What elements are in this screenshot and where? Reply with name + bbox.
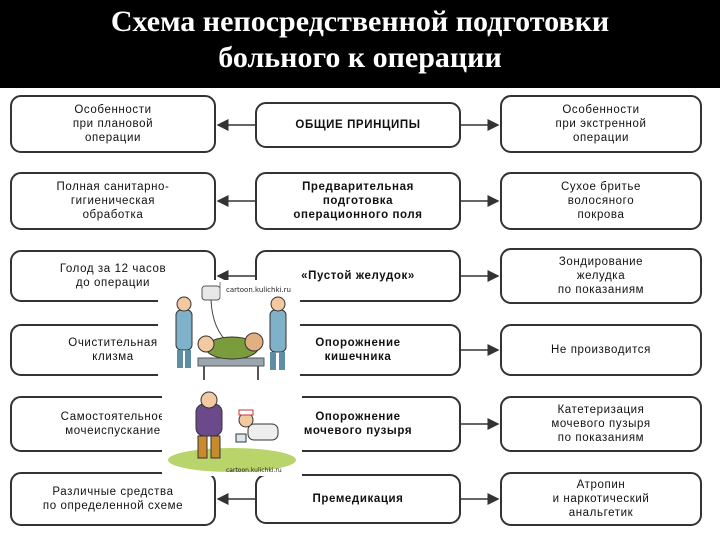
emergency-not-performed-box: Не производится — [500, 324, 702, 376]
title-line-1: Схема непосредственной подготовки — [110, 5, 610, 38]
empty-stomach-box: «Пустой желудок» — [255, 250, 461, 302]
scheme-diagram: Особенности при плановой операции Полная… — [0, 88, 720, 540]
enema-cartoon-image: cartoon.kulichki.ru — [158, 280, 300, 384]
title-line-2: больного к операции — [218, 41, 502, 74]
emergency-probing-box: Зондирование желудка по показаниям — [500, 248, 702, 304]
general-principles-box: ОБЩИЕ ПРИНЦИПЫ — [255, 102, 461, 148]
premedication-box: Премедикация — [255, 474, 461, 524]
emergency-header-box: Особенности при экстренной операции — [500, 95, 702, 153]
title-banner: Схема непосредственной подготовки больно… — [0, 0, 720, 88]
planned-header-box: Особенности при плановой операции — [10, 95, 216, 153]
cartoon-caption-2: cartoon.kulichki.ru — [226, 467, 282, 474]
urination-cartoon-image: cartoon.kulichki.ru — [162, 384, 302, 476]
emergency-shaving-box: Сухое бритье волосяного покрова — [500, 172, 702, 230]
planned-premed-box: Различные средства по определенной схеме — [10, 472, 216, 526]
cartoon-caption-1: cartoon.kulichki.ru — [226, 286, 291, 294]
planned-sanitary-box: Полная санитарно- гигиеническая обработк… — [10, 172, 216, 230]
emergency-catheter-box: Катетеризация мочевого пузыря по показан… — [500, 396, 702, 452]
emergency-premed-box: Атропин и наркотический анальгетик — [500, 472, 702, 526]
field-preparation-box: Предварительная подготовка операционного… — [255, 172, 461, 230]
